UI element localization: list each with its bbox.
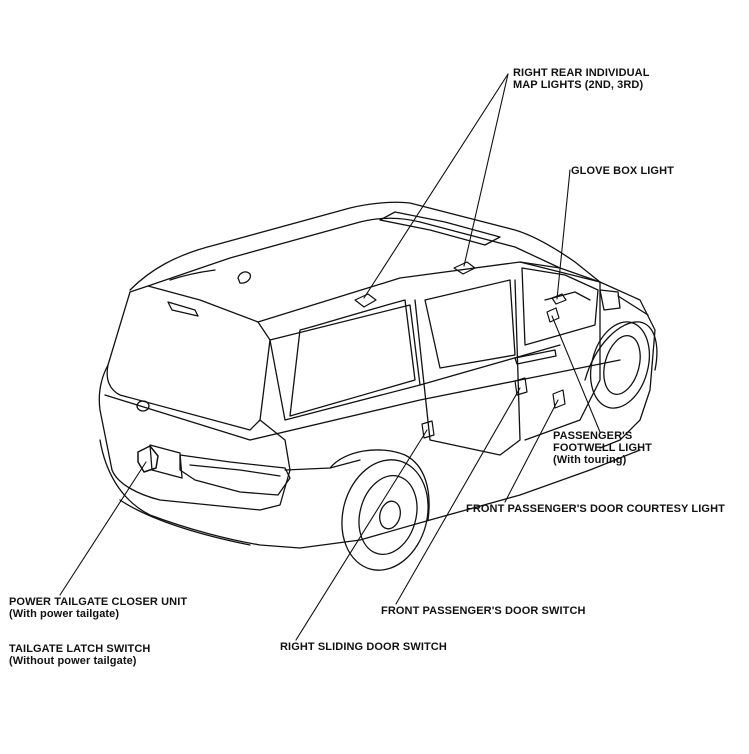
door-handle — [514, 349, 557, 365]
label-tailgate-latch-line2: (Without power tailgate) — [9, 655, 137, 667]
tail-light — [179, 454, 291, 496]
hood-edge — [617, 295, 649, 316]
components — [137, 261, 567, 473]
rear-tire — [341, 459, 429, 571]
sliding-door-window — [424, 279, 516, 369]
label-map-lights-line1: RIGHT REAR INDIVIDUAL — [513, 67, 650, 79]
front-fender — [599, 281, 656, 449]
roof-inner-line — [147, 217, 561, 287]
roof-outline — [129, 201, 601, 291]
label-tailgate-closer: POWER TAILGATE CLOSER UNIT (With power t… — [9, 596, 187, 620]
rear-rim — [358, 475, 418, 555]
label-tailgate-latch: TAILGATE LATCH SWITCH (Without power tai… — [9, 643, 150, 667]
tailgate-outline — [98, 364, 291, 511]
callout-footwell — [551, 315, 601, 433]
map-light-2nd — [453, 261, 476, 275]
callout-sliding-door-switch — [295, 429, 428, 641]
glove-box-light — [551, 293, 567, 305]
footwell-light — [546, 307, 560, 323]
callout-map-light-2nd — [463, 73, 509, 267]
tailgate-crease — [104, 394, 251, 441]
callout-courtesy — [504, 399, 559, 503]
tail-light-inner — [189, 464, 281, 477]
front-rim — [603, 335, 641, 395]
roof-crease-left — [169, 269, 216, 281]
front-door-switch — [514, 377, 528, 396]
sliding-door-switch — [421, 420, 435, 439]
quarter-window — [289, 299, 416, 417]
sliding-door-rail — [419, 344, 561, 386]
dashboard-line — [544, 291, 591, 301]
label-sliding-door-switch: RIGHT SLIDING DOOR SWITCH — [280, 641, 447, 653]
front-door-outline — [519, 261, 601, 441]
label-tailgate-closer-line1: POWER TAILGATE CLOSER UNIT — [9, 596, 188, 608]
mirror — [599, 289, 621, 311]
label-front-door-switch: FRONT PASSENGER'S DOOR SWITCH — [381, 605, 586, 617]
label-glove-box: GLOVE BOX LIGHT — [571, 165, 674, 177]
lower-side-sill — [299, 449, 641, 549]
rear-spoiler — [167, 301, 199, 317]
map-light-3rd — [354, 293, 377, 308]
label-tailgate-latch-line1: TAILGATE LATCH SWITCH — [9, 643, 151, 655]
label-courtesy-light: FRONT PASSENGER'S DOOR COURTESY LIGHT — [466, 503, 725, 515]
label-tailgate-closer-line2: (With power tailgate) — [9, 608, 120, 620]
rear-hub — [379, 500, 401, 530]
side-upper-beltline — [257, 261, 601, 323]
label-map-lights-line2: MAP LIGHTS (2ND, 3RD) — [513, 79, 644, 91]
license-plate-area — [149, 444, 183, 479]
callout-lines — [59, 73, 601, 641]
front-tire — [590, 321, 650, 409]
label-map-lights: RIGHT REAR INDIVIDUAL MAP LIGHTS (2ND, 3… — [513, 67, 650, 91]
rear-wheel-arch — [329, 449, 430, 521]
callout-tailgate — [59, 461, 147, 596]
tailgate-closer-unit — [137, 445, 159, 473]
callout-map-light-3rd — [363, 73, 509, 299]
front-wheel-arch — [584, 321, 658, 381]
front-door-window — [521, 267, 599, 346]
label-footwell-line1: PASSENGER'S — [553, 430, 633, 442]
sliding-door-outline — [414, 279, 521, 456]
courtesy-light — [552, 389, 566, 409]
rear-bumper-lower — [119, 499, 251, 546]
label-footwell-line3: (With touring) — [553, 454, 627, 466]
label-footwell-line2: FOOTWELL LIGHT — [553, 442, 652, 454]
side-window-frame — [269, 304, 421, 421]
callout-front-door-switch — [395, 387, 521, 605]
sunroof-outline — [379, 211, 501, 246]
callout-glove-box — [556, 169, 571, 300]
van-body — [98, 201, 658, 571]
label-footwell-light: PASSENGER'S FOOTWELL LIGHT (With touring… — [553, 430, 652, 466]
rear-emblem — [136, 400, 150, 412]
rear-bumper — [99, 439, 301, 549]
roof-antenna — [237, 271, 252, 284]
side-body-bottom — [284, 459, 361, 471]
